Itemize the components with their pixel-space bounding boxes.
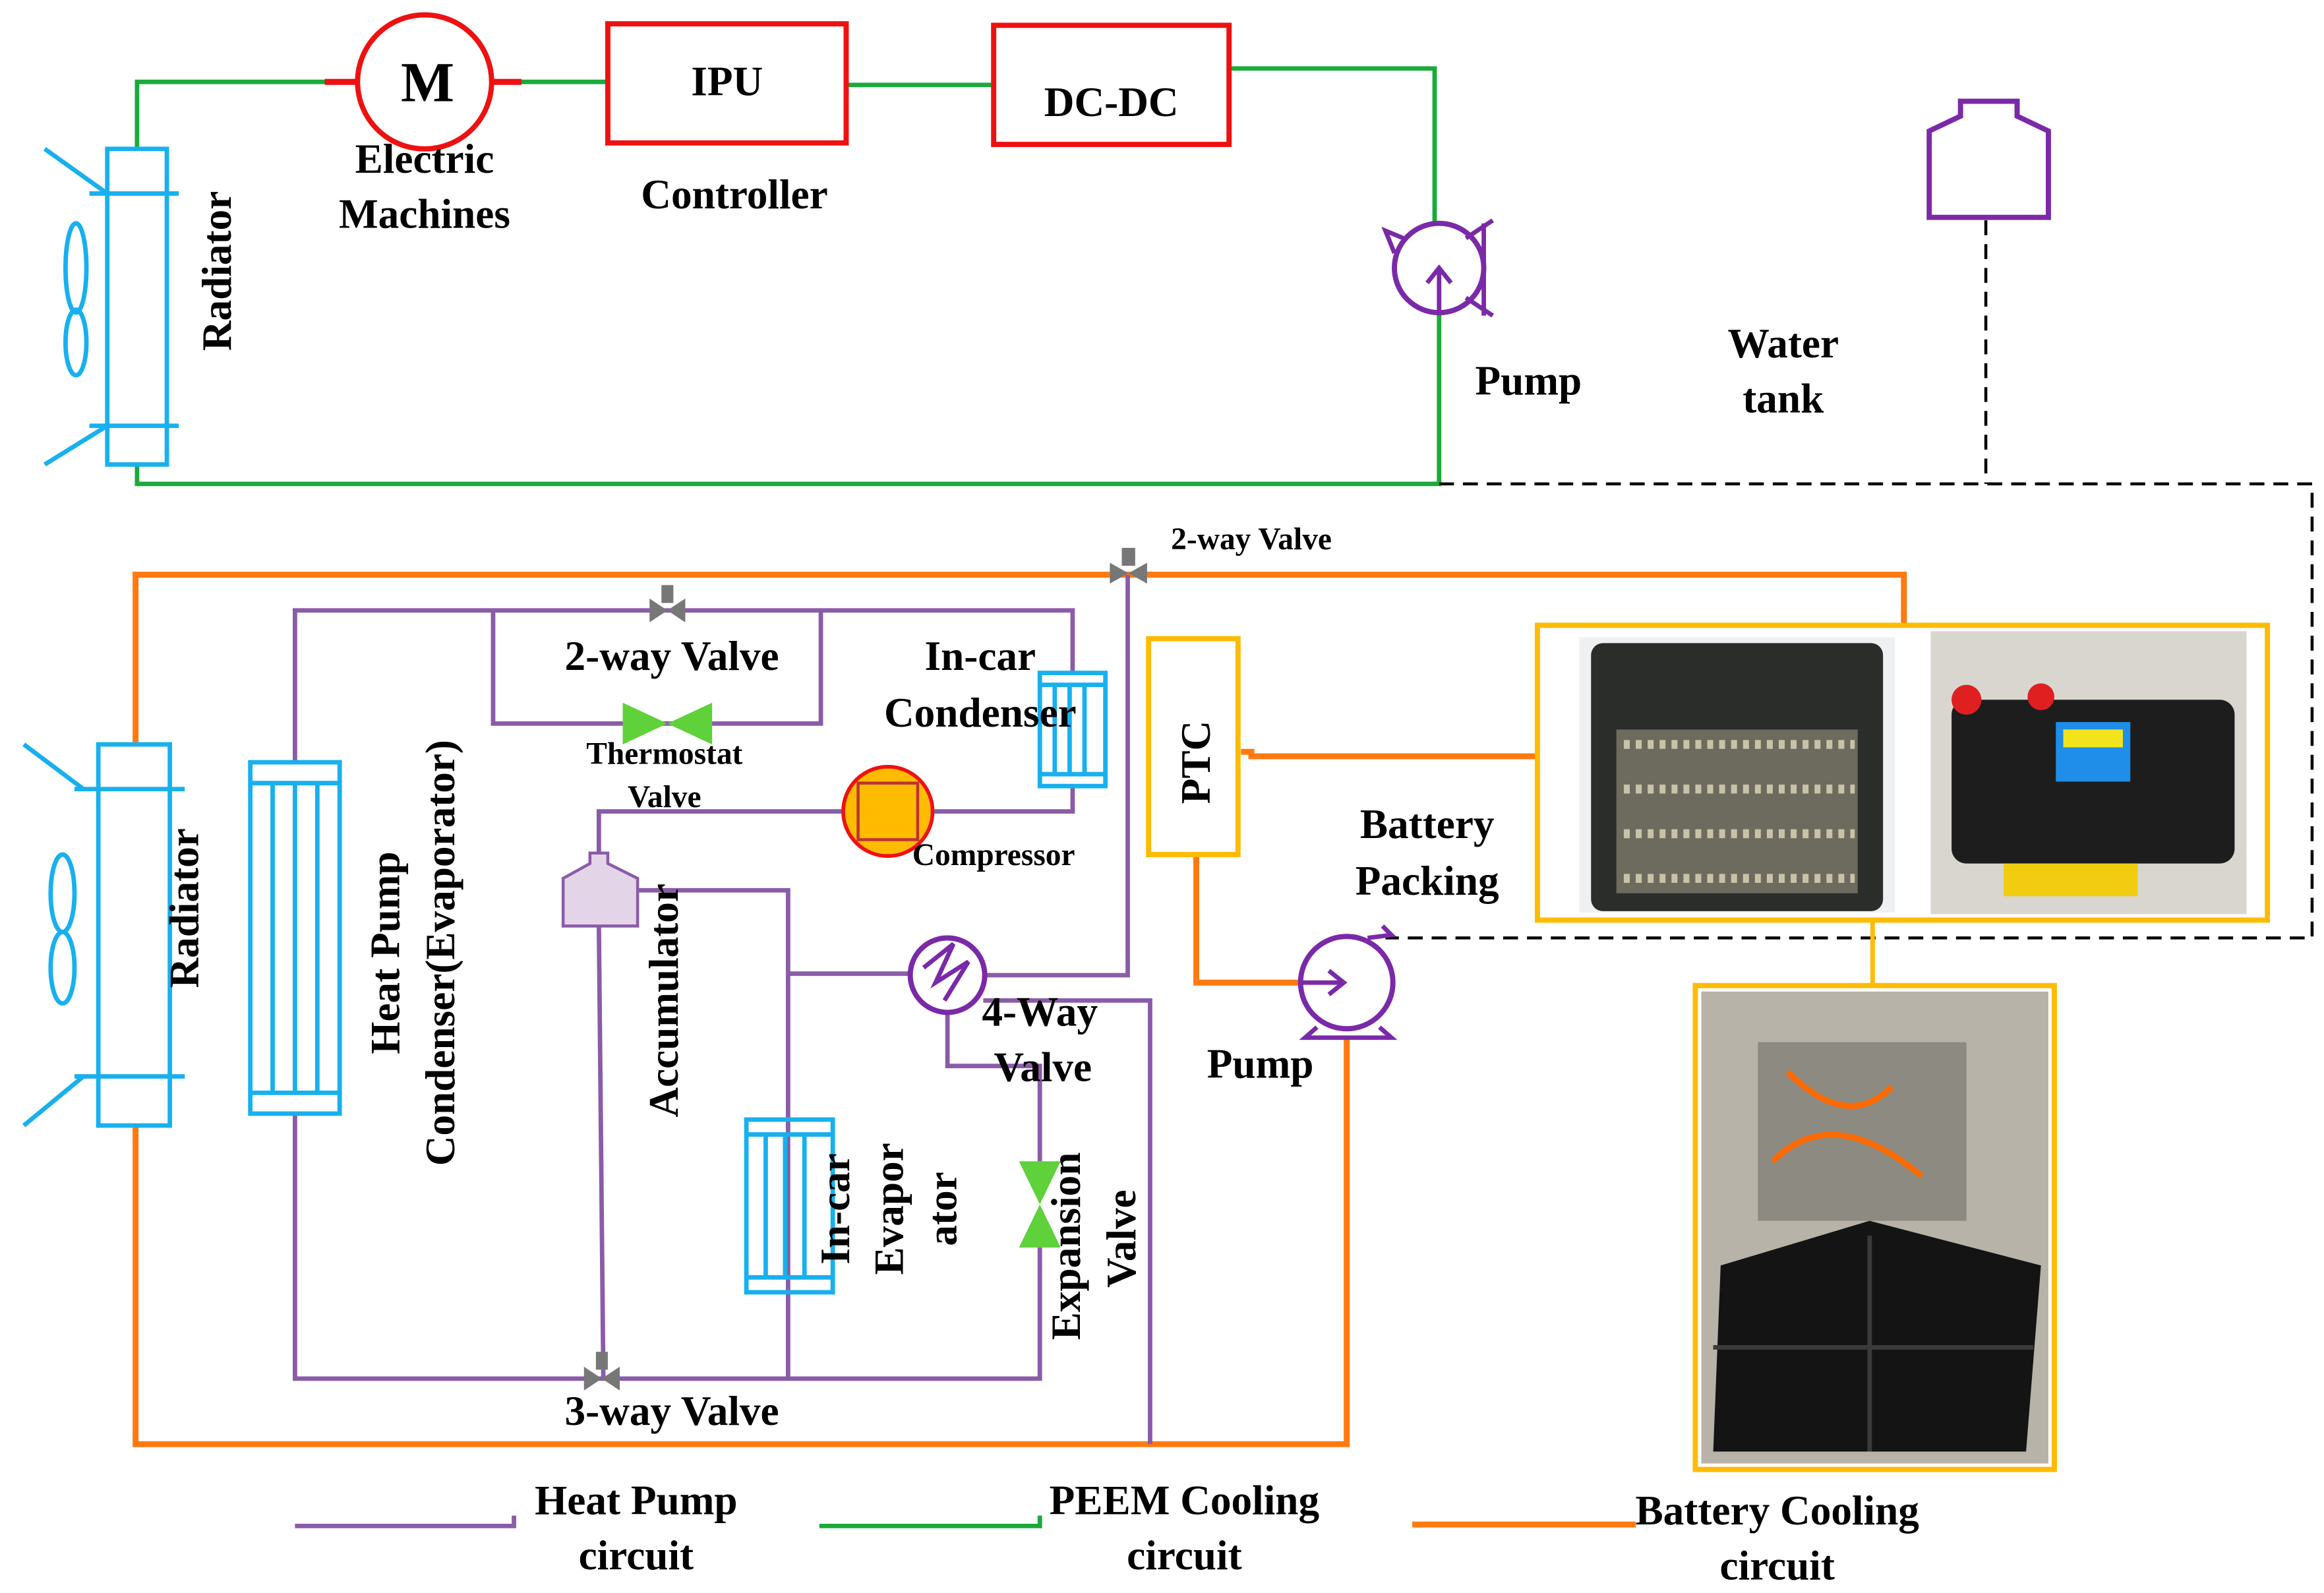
dcdc-label: DC-DC bbox=[1044, 79, 1179, 125]
battery-label-2: Packing bbox=[1356, 858, 1499, 904]
legend-peem-line bbox=[819, 1515, 1042, 1528]
legend-battery-label-2: circuit bbox=[1719, 1543, 1834, 1589]
incar-condenser-icon bbox=[1037, 671, 1108, 789]
incar-evaporator-icon bbox=[744, 1117, 835, 1295]
four-way-valve-label: 4-Way bbox=[982, 989, 1098, 1035]
test-bench-photo bbox=[1701, 991, 2048, 1464]
expansion-valve-label-2: Valve bbox=[1098, 1189, 1145, 1288]
thermostat-valve-label-2: Valve bbox=[628, 780, 701, 814]
legend-heat-pump-label: Heat Pump bbox=[535, 1477, 737, 1523]
peem-circuit: M Electric Machines IPU Controller DC-DC… bbox=[43, 12, 2314, 940]
three-way-valve-label: 3-way Valve bbox=[565, 1388, 779, 1434]
ipu-label: IPU bbox=[691, 59, 763, 105]
controller-label: Controller bbox=[641, 171, 827, 218]
battery-2way-valve-label: 2-way Valve bbox=[1171, 522, 1332, 556]
peem-pump-icon bbox=[1381, 218, 1495, 318]
water-tank-label: Water bbox=[1727, 320, 1839, 367]
battery-pack-photo bbox=[1579, 637, 1895, 913]
legend-heat-pump-line bbox=[295, 1515, 516, 1528]
incar-evaporator-label-2: Evapor bbox=[866, 1143, 912, 1275]
legend-heat-pump-label-2: circuit bbox=[579, 1532, 694, 1578]
two-way-valve-battery-icon bbox=[1110, 547, 1147, 584]
battery-pump-label: Pump bbox=[1207, 1041, 1314, 1087]
compressor-label: Compressor bbox=[912, 838, 1075, 872]
peem-pump-label: Pump bbox=[1475, 357, 1582, 404]
radiator-bottom-label: Radiator bbox=[162, 828, 208, 988]
dcdc-box bbox=[991, 22, 1232, 147]
battery-pipe bbox=[133, 572, 1907, 1447]
accumulator-label: Accumulator bbox=[641, 884, 687, 1118]
compressor-icon bbox=[841, 765, 935, 858]
water-tank-icon bbox=[1926, 98, 2051, 220]
expansion-valve-label: Expansion bbox=[1043, 1153, 1089, 1340]
battery-packing-frame bbox=[1534, 622, 2271, 923]
hp-condenser-label-2: Condenser(Evaporator) bbox=[417, 740, 463, 1166]
battery-pump-icon bbox=[1297, 924, 1398, 1040]
legend-peem-label-2: circuit bbox=[1127, 1532, 1241, 1578]
water-tank-dashed-line bbox=[1385, 220, 2314, 940]
battery-label: Battery bbox=[1360, 801, 1495, 847]
ptc-heater bbox=[1146, 636, 1241, 858]
peem-pipe bbox=[134, 66, 1442, 487]
motor-label: Electric bbox=[355, 136, 494, 182]
incar-condenser-label: In-car bbox=[924, 633, 1036, 679]
accumulator-icon bbox=[561, 851, 640, 928]
legend: Heat Pump circuit PEEM Cooling circuit B… bbox=[295, 1477, 1919, 1589]
radiator-top-label: Radiator bbox=[194, 191, 240, 351]
ptc-label: PTC bbox=[1173, 721, 1219, 804]
legend-peem-label: PEEM Cooling bbox=[1050, 1477, 1319, 1523]
hp-condenser-icon bbox=[248, 760, 342, 1116]
ipu-box bbox=[605, 21, 849, 146]
two-way-valve-hp-icon bbox=[649, 585, 686, 622]
four-way-valve-label-2: Valve bbox=[994, 1044, 1092, 1090]
water-tank-label-2: tank bbox=[1743, 375, 1824, 421]
battery-assembly-photo bbox=[1930, 631, 2247, 915]
thermostat-valve-icon bbox=[622, 702, 713, 744]
test-bench-frame bbox=[1692, 982, 2057, 1472]
legend-battery-label: Battery Cooling bbox=[1635, 1488, 1919, 1534]
radiator-bottom-icon bbox=[22, 742, 185, 1128]
thermostat-valve-label: Thermostat bbox=[586, 736, 742, 771]
four-way-valve-icon bbox=[907, 935, 988, 1015]
radiator-top-icon bbox=[43, 146, 179, 467]
incar-evaporator-label: In-car bbox=[812, 1153, 858, 1265]
hp-condenser-label: Heat Pump bbox=[363, 851, 409, 1054]
hp-2way-valve-label: 2-way Valve bbox=[565, 633, 779, 679]
battery-circuit: PTC Battery Packing Pump 2-way Valve bbox=[133, 522, 2271, 1472]
heat-pump-circuit: Radiator Heat Pump Condenser(Evaporator)… bbox=[22, 574, 1152, 1445]
incar-evaporator-label-3: ator bbox=[920, 1172, 966, 1246]
motor-label-2: Machines bbox=[339, 191, 510, 237]
incar-condenser-label-2: Condenser bbox=[884, 690, 1077, 736]
motor-symbol: M bbox=[401, 51, 454, 114]
